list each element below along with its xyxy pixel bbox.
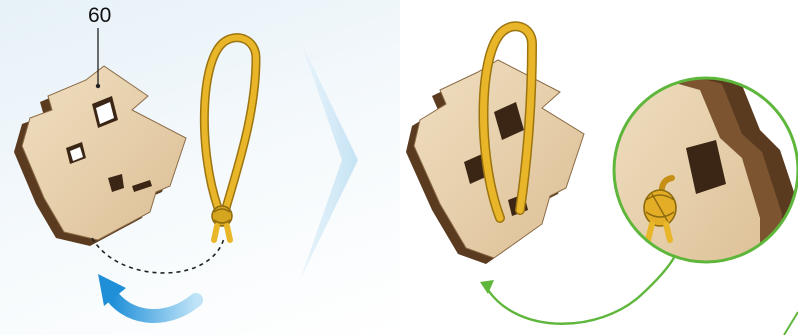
knot-detail-magnifier — [600, 60, 798, 300]
knot-icon — [212, 206, 232, 240]
wooden-piece-right — [406, 60, 584, 264]
chevron-right-icon — [300, 40, 358, 280]
curved-blue-arrow-icon — [98, 274, 196, 316]
curved-green-arrow-icon — [480, 254, 676, 324]
label-leader-dot — [96, 84, 100, 88]
wooden-piece-left — [14, 66, 186, 246]
part-number-label: 60 — [88, 4, 111, 28]
corner-mark — [784, 312, 798, 335]
cord-loop-left — [204, 38, 256, 240]
motion-dashed-path — [92, 238, 224, 273]
